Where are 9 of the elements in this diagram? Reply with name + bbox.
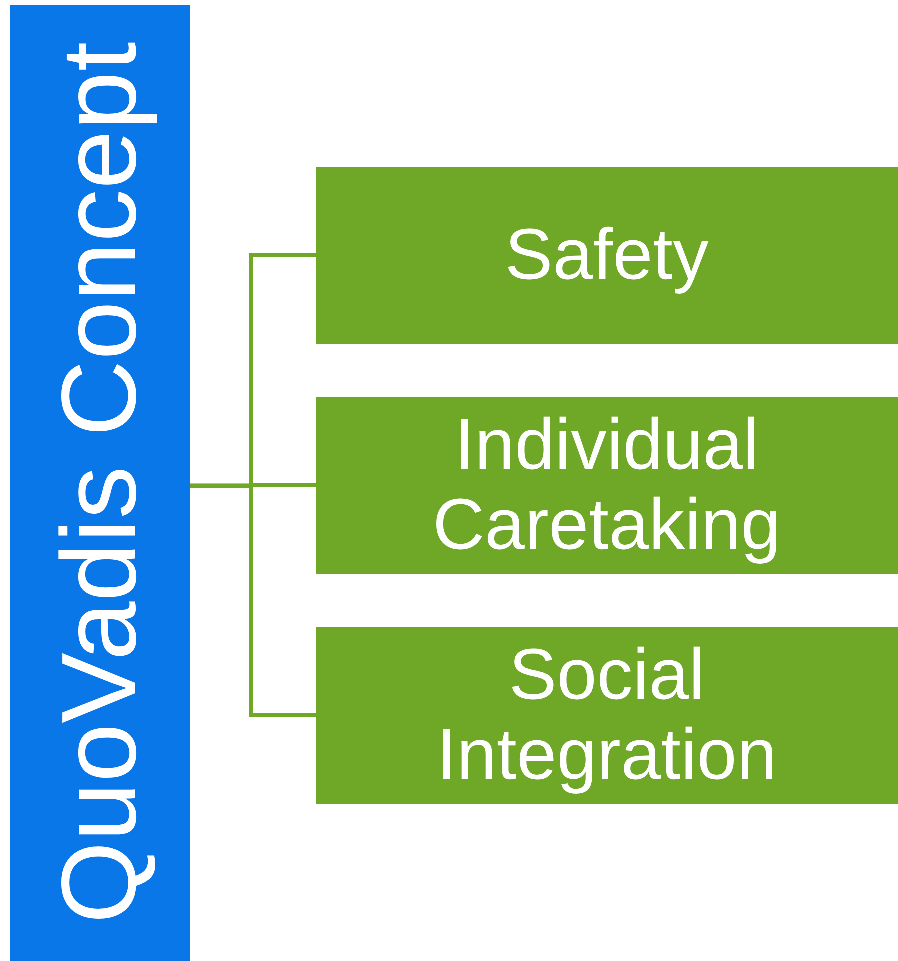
title-bar	[10, 5, 190, 961]
category-label: Individual Caretaking	[432, 406, 782, 565]
category-box	[316, 627, 898, 804]
category-label: Safety	[504, 216, 710, 296]
category-box	[316, 167, 898, 344]
category-label: Social Integration	[436, 636, 778, 795]
category-box	[316, 397, 898, 574]
title-text: QuoVadis Concept	[40, 42, 160, 924]
connector-line	[190, 484, 316, 718]
